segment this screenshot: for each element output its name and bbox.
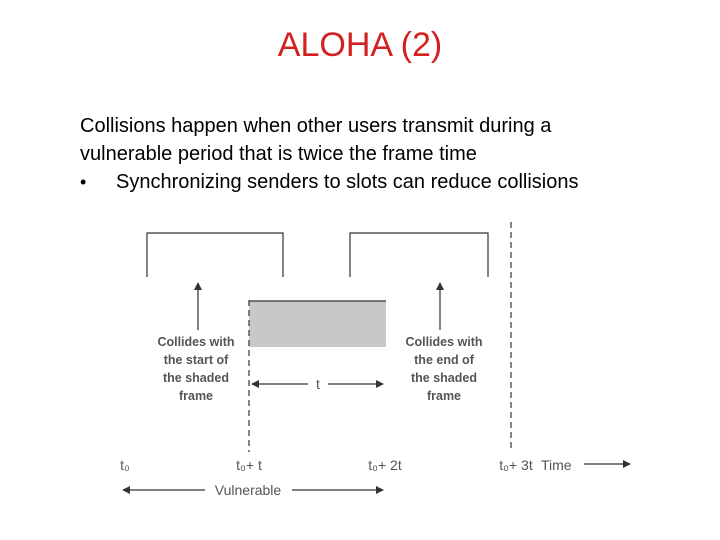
tick-label-t0-plus-2t: t₀+ 2t (368, 457, 402, 473)
tick-label-t0-plus-3t: t₀+ 3t (499, 457, 533, 473)
bullet-item: • Synchronizing senders to slots can red… (80, 168, 578, 196)
right-annotation-line-2: the end of (414, 353, 475, 367)
left-annotation-line-4: frame (179, 389, 213, 403)
slide-body: Collisions happen when other users trans… (80, 112, 578, 196)
left-frame-outline (146, 232, 284, 277)
paragraph-line-1: Collisions happen when other users trans… (80, 115, 552, 137)
left-annotation-line-1: Collides with (157, 335, 234, 349)
slide-title: ALOHA (2) (277, 26, 443, 64)
right-annotation-line-3: the shaded (411, 371, 477, 385)
right-annotation-line-4: frame (427, 389, 461, 403)
right-annotation-line-1: Collides with (405, 335, 482, 349)
tick-label-t0-plus-t: t₀+ t (236, 457, 262, 473)
bullet-text: Synchronizing senders to slots can reduc… (116, 171, 579, 193)
tick-label-t0: t₀ (120, 457, 130, 473)
bullet-icon: • (80, 172, 87, 192)
frame-time-label: t (316, 376, 320, 392)
left-annotation-line-3: the shaded (163, 371, 229, 385)
vulnerable-label: Vulnerable (215, 482, 282, 498)
paragraph-line-2: vulnerable period that is twice the fram… (80, 143, 477, 165)
left-annotation-line-2: the start of (164, 353, 229, 367)
right-frame-outline (349, 232, 489, 277)
shaded-frame (249, 301, 386, 347)
time-axis-label: Time (541, 457, 572, 473)
